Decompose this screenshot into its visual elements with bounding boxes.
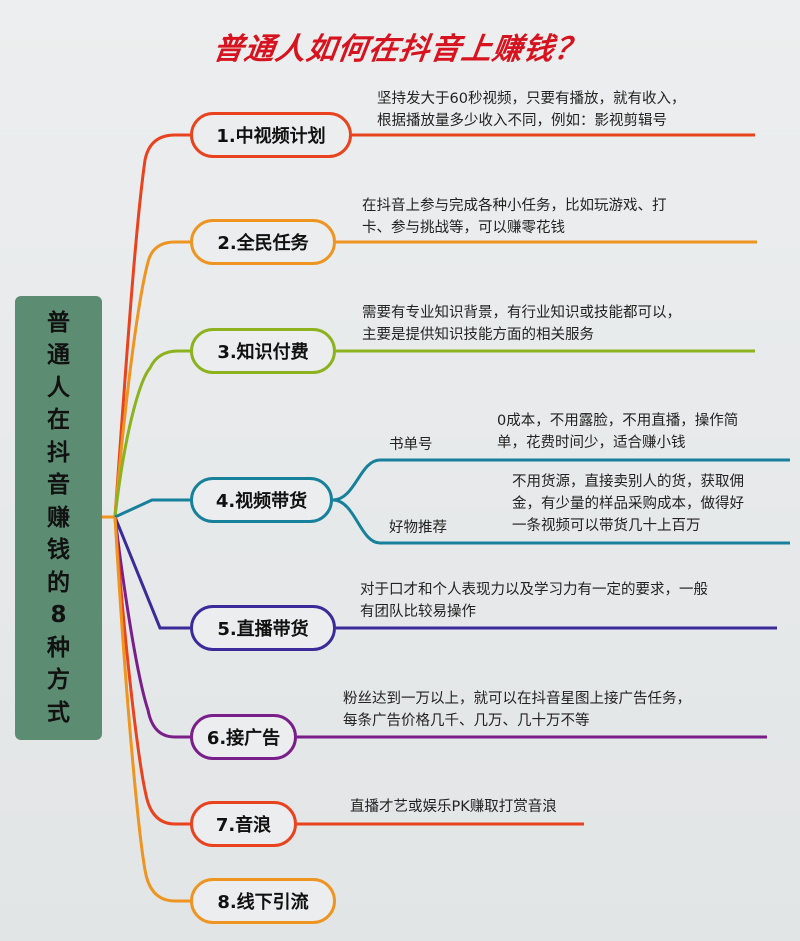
desc-line: 不用货源，直接卖别人的货，获取佣 — [512, 474, 744, 490]
branch-node-7: 7.音浪 — [190, 801, 297, 847]
branch-6-desc: 粉丝达到一万以上，就可以在抖音星图上接广告任务， 每条广告价格几千、几万、几十万… — [343, 688, 691, 732]
branch-node-3: 3.知识付费 — [190, 328, 336, 374]
branch-5-desc: 对于口才和个人表现力以及学习力有一定的要求，一般 有团队比较易操作 — [360, 579, 708, 623]
desc-line: 根据播放量多少收入不同，例如：影视剪辑号 — [377, 113, 667, 129]
subbranch-recommend-desc: 不用货源，直接卖别人的货，获取佣 金，有少量的样品采购成本，做得好 一条视频可以… — [512, 471, 744, 537]
subbranch-booklist: 书单号 — [389, 437, 433, 453]
subbranch-booklist-desc: 0成本，不用露脸，不用直播，操作简 单，花费时间少，适合赚小钱 — [497, 410, 738, 454]
branch-node-4: 4.视频带货 — [190, 477, 333, 523]
branch-2-desc: 在抖音上参与完成各种小任务，比如玩游戏、打 卡、参与挑战等，可以赚零花钱 — [362, 195, 667, 239]
desc-line: 卡、参与挑战等，可以赚零花钱 — [362, 220, 565, 236]
desc-line: 每条广告价格几千、几万、几十万不等 — [343, 713, 590, 729]
root-char: 在 — [47, 407, 70, 434]
desc-line: 对于口才和个人表现力以及学习力有一定的要求，一般 — [360, 582, 708, 598]
root-char: 音 — [47, 472, 70, 499]
branch-node-6: 6.接广告 — [190, 714, 297, 760]
branch-node-8: 8.线下引流 — [190, 878, 336, 924]
root-char: 普 — [47, 309, 70, 336]
desc-line: 在抖音上参与完成各种小任务，比如玩游戏、打 — [362, 198, 667, 214]
subbranch-recommend: 好物推荐 — [389, 520, 447, 536]
desc-line: 需要有专业知识背景，有行业知识或技能都可以， — [362, 305, 681, 321]
desc-line: 坚持发大于60秒视频，只要有播放，就有收入， — [377, 91, 686, 107]
root-char: 种 — [47, 634, 70, 661]
desc-line: 有团队比较易操作 — [360, 604, 476, 620]
desc-line: 直播才艺或娱乐PK赚取打赏音浪 — [350, 799, 557, 815]
branch-node-2: 2.全民任务 — [190, 219, 336, 265]
root-char: 抖 — [47, 439, 70, 466]
root-char: 的 — [47, 569, 70, 596]
desc-line: 主要是提供知识技能方面的相关服务 — [362, 327, 594, 343]
branch-3-desc: 需要有专业知识背景，有行业知识或技能都可以， 主要是提供知识技能方面的相关服务 — [362, 302, 681, 346]
root-char: 钱 — [47, 537, 70, 564]
desc-line: 粉丝达到一万以上，就可以在抖音星图上接广告任务， — [343, 691, 691, 707]
desc-line: 单，花费时间少，适合赚小钱 — [497, 435, 686, 451]
branch-node-5: 5.直播带货 — [190, 605, 336, 651]
root-char: 人 — [47, 374, 70, 401]
root-node: 普 通 人 在 抖 音 赚 钱 的 8 种 方 式 — [15, 296, 102, 740]
root-char: 通 — [47, 342, 70, 369]
root-char: 式 — [47, 699, 70, 726]
branch-1-desc: 坚持发大于60秒视频，只要有播放，就有收入， 根据播放量多少收入不同，例如：影视… — [377, 88, 685, 132]
root-char: 赚 — [47, 504, 70, 531]
desc-line: 金，有少量的样品采购成本，做得好 — [512, 496, 744, 512]
root-char: 8 — [50, 602, 67, 629]
branch-7-desc: 直播才艺或娱乐PK赚取打赏音浪 — [350, 796, 557, 818]
desc-line: 一条视频可以带货几十上百万 — [512, 518, 701, 534]
root-char: 方 — [47, 667, 70, 694]
branch-node-1: 1.中视频计划 — [190, 112, 352, 158]
desc-line: 0成本，不用露脸，不用直播，操作简 — [497, 413, 739, 429]
